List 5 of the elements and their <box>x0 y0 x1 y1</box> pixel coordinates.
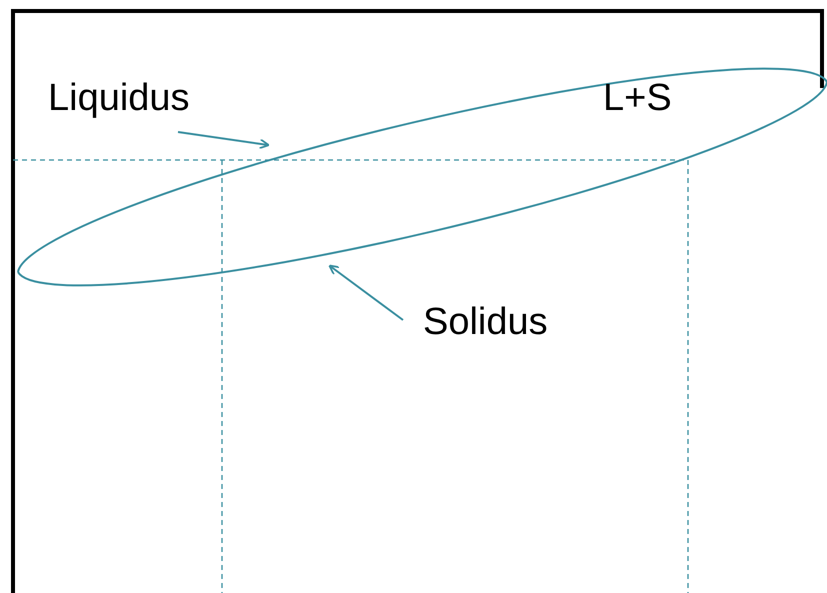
leader-arrow <box>328 264 404 321</box>
curve-label: Liquidus <box>48 76 190 120</box>
leader-arrow <box>178 131 270 150</box>
region-label: L+S <box>603 76 672 120</box>
curve-label: Solidus <box>423 300 548 344</box>
